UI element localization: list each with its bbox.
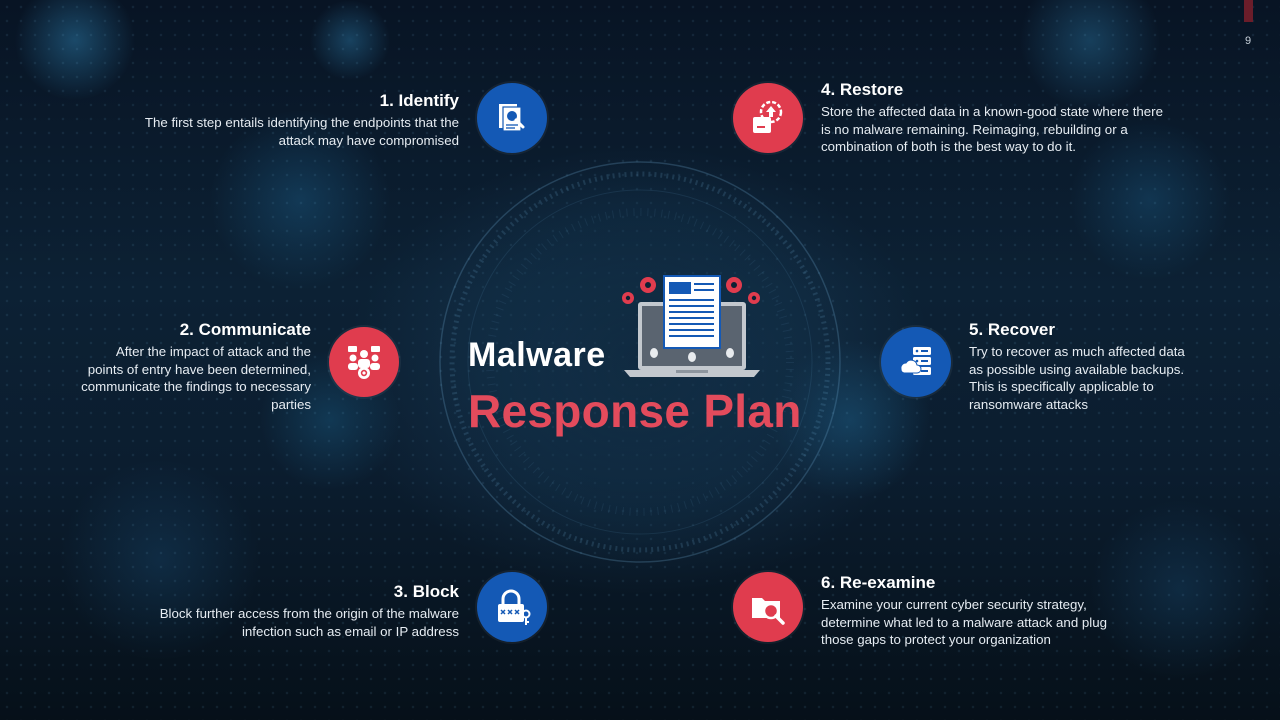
step-title: 5. Recover	[969, 320, 1055, 339]
restore-upload-icon	[753, 100, 783, 133]
step-identify: 1. Identify The first step entails ident…	[110, 91, 459, 149]
step-recover-icon-badge	[881, 327, 951, 397]
step-title: 3. Block	[393, 582, 459, 601]
step-description: The first step entails identifying the e…	[144, 115, 459, 148]
step-communicate-icon-badge	[329, 327, 399, 397]
step-description: After the impact of attack and the point…	[81, 344, 311, 412]
laptop-malware-icon	[622, 275, 760, 377]
step-description: Block further access from the origin of …	[159, 606, 459, 639]
step-restore: 4. Restore Store the affected data in a …	[821, 80, 1171, 156]
step-title: 2. Communicate	[179, 320, 311, 339]
step-reexamine: 6. Re-examine Examine your current cyber…	[821, 573, 1131, 649]
step-reexamine-icon-badge	[733, 572, 803, 642]
folder-inspect-icon	[752, 598, 785, 625]
step-description: Store the affected data in a known-good …	[821, 104, 1164, 155]
step-description: Examine your current cyber security stra…	[821, 597, 1108, 648]
step-block: 3. Block Block further access from the o…	[110, 582, 459, 640]
step-identify-icon-badge	[477, 83, 547, 153]
step-description: Try to recover as much affected data as …	[969, 344, 1185, 412]
corner-accent-bar	[1244, 0, 1253, 22]
server-backup-icon	[900, 347, 931, 375]
step-recover: 5. Recover Try to recover as much affect…	[969, 320, 1199, 413]
slide-title-line1: Malware	[468, 336, 606, 374]
padlock-key-icon	[498, 589, 531, 625]
page-number: 9	[1244, 35, 1252, 47]
step-title: 6. Re-examine	[821, 573, 936, 592]
slide-title-line2: Response Plan	[468, 385, 802, 437]
step-title: 4. Restore	[821, 80, 904, 99]
document-search-icon	[499, 104, 525, 132]
step-restore-icon-badge	[733, 83, 803, 153]
team-communication-icon	[348, 346, 380, 379]
step-communicate: 2. Communicate After the impact of attac…	[80, 320, 311, 413]
step-title: 1. Identify	[379, 91, 459, 110]
step-block-icon-badge	[477, 572, 547, 642]
